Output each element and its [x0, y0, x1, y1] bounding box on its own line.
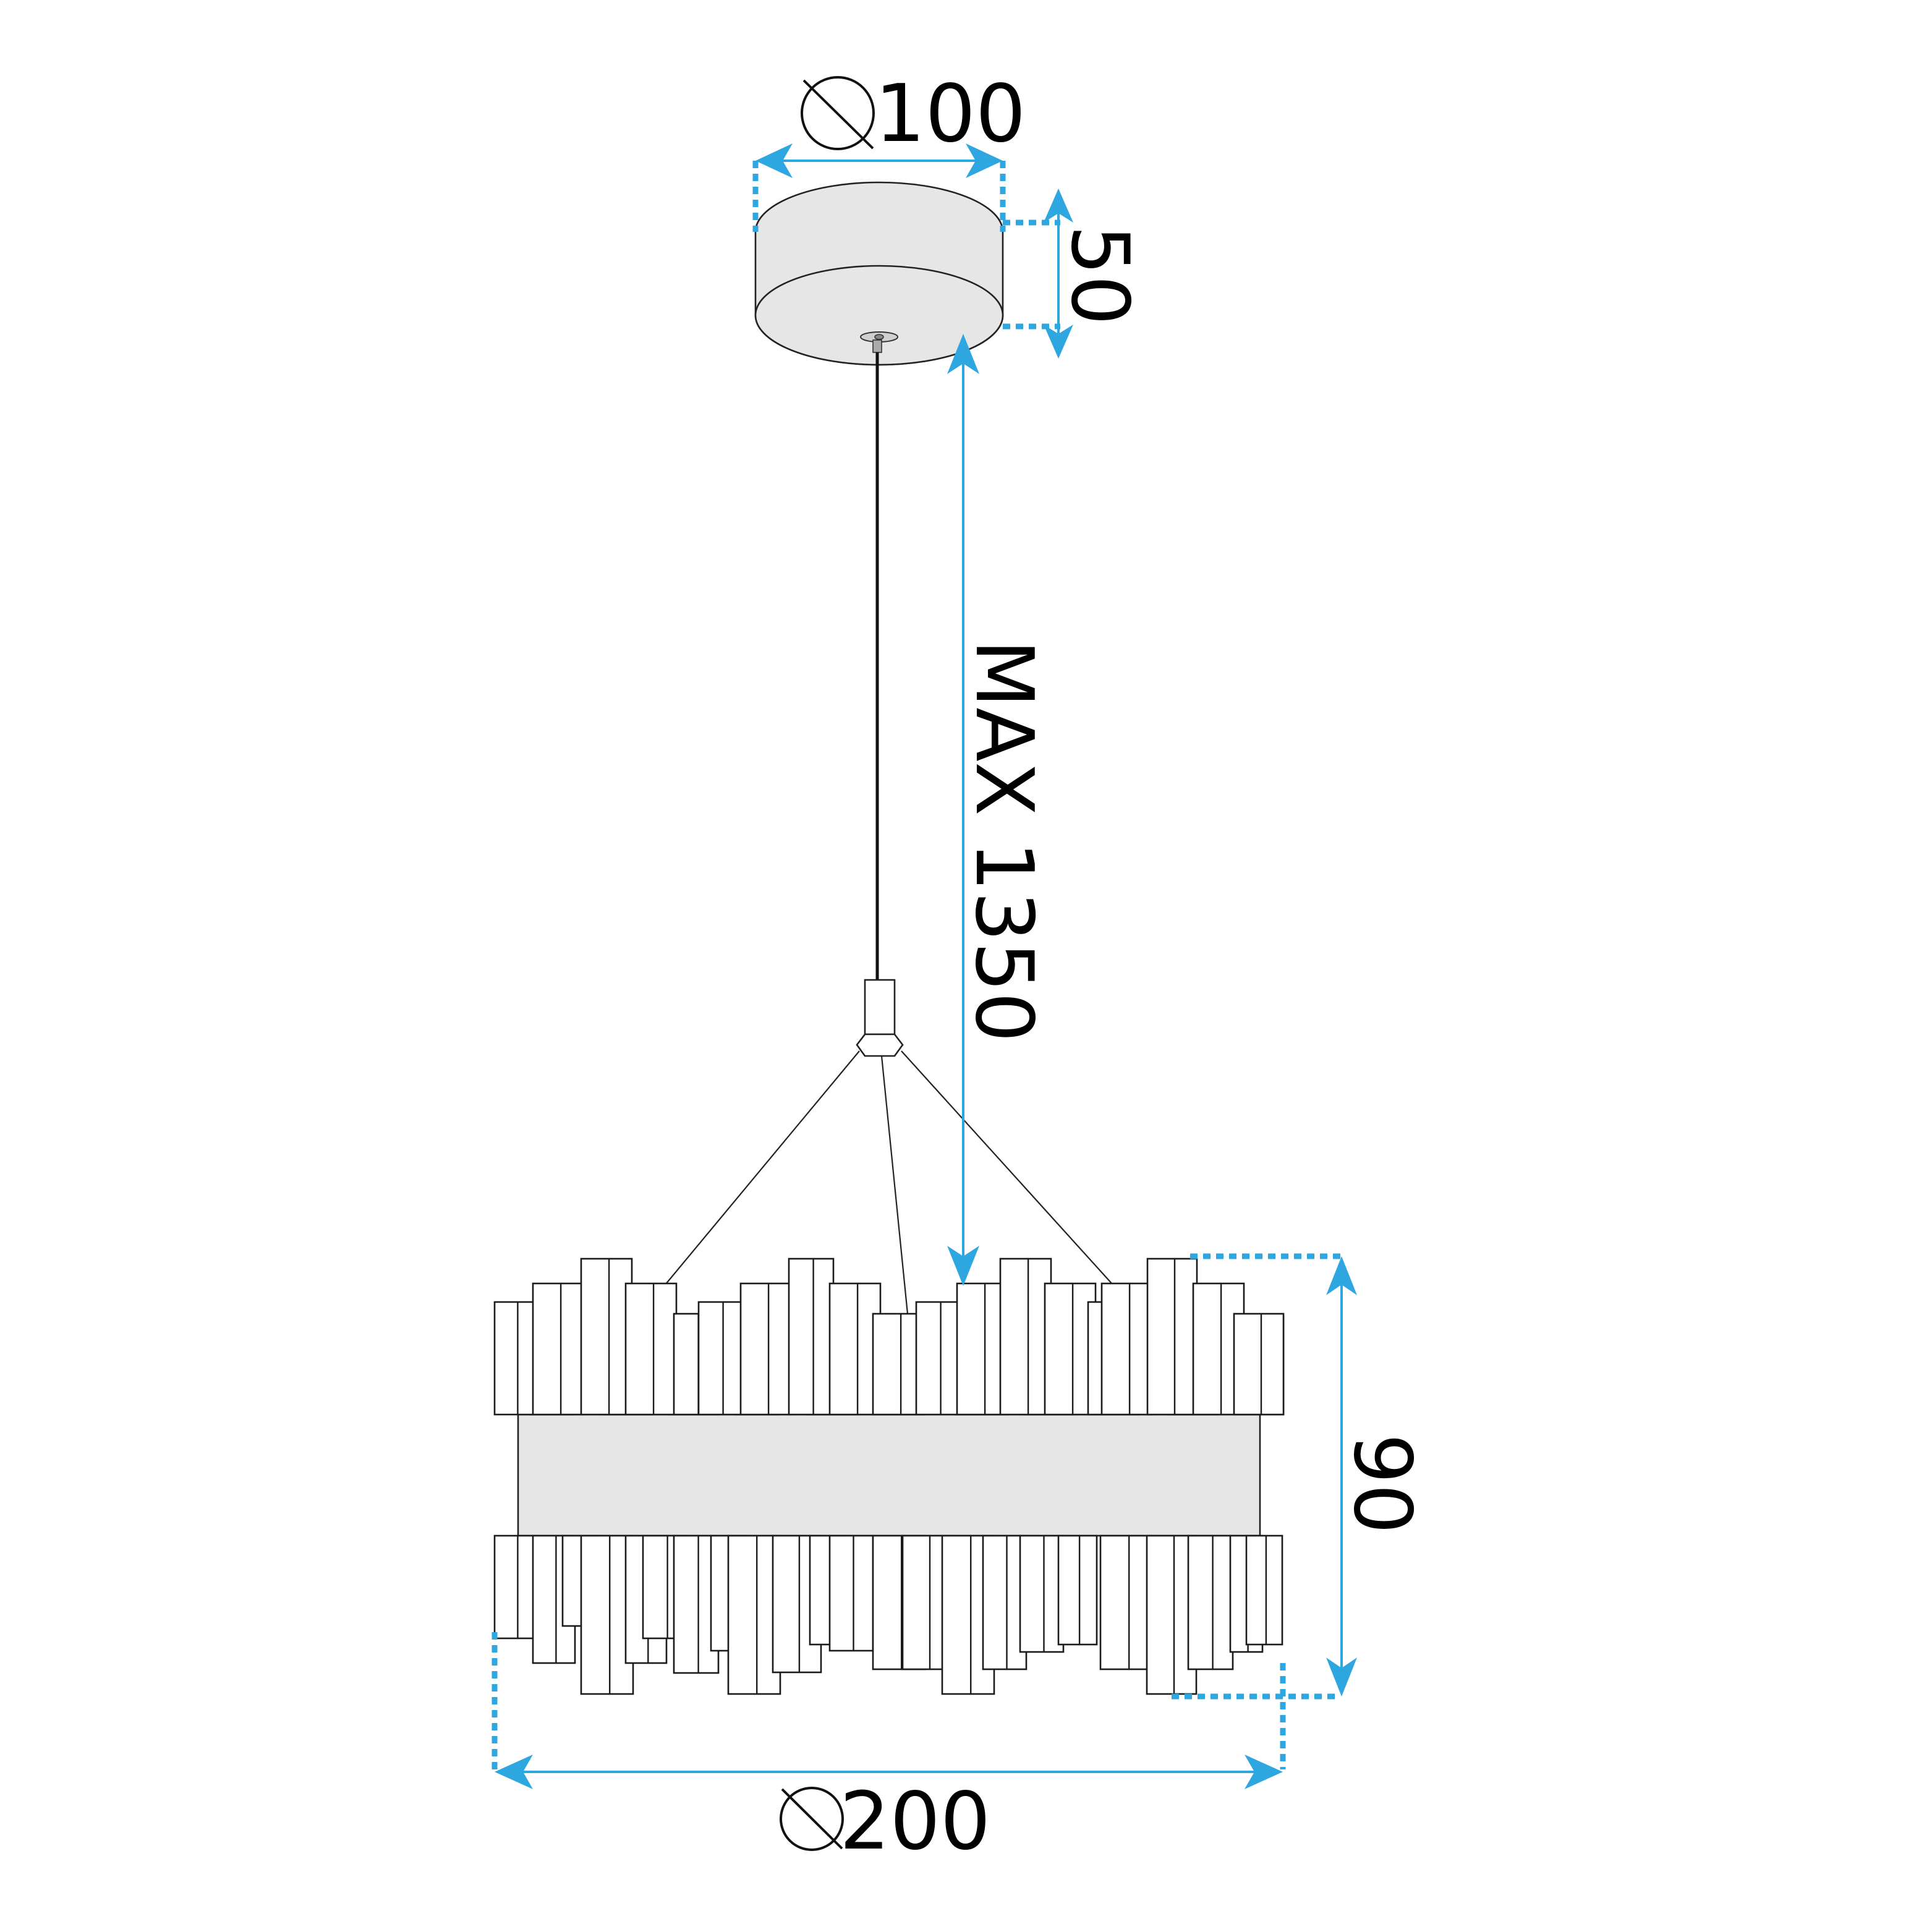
crystal-prism [493, 1534, 538, 1640]
crystal-prism [828, 1534, 874, 1652]
crystal-prism [727, 1534, 781, 1695]
crystal-prism [788, 1258, 835, 1416]
canopy-diameter-label: 100 [801, 68, 1026, 160]
crystal-prism [1099, 1534, 1154, 1670]
dimension-lines [492, 143, 1357, 1789]
top-crystal-row [493, 1258, 1285, 1416]
crystal-prism [580, 1258, 633, 1416]
ceiling-canopy [754, 181, 1004, 366]
canopy-diameter-value: 100 [875, 68, 1026, 160]
bottom-crystal-row [493, 1534, 1283, 1695]
crystal-prism [1245, 1534, 1283, 1646]
crystal-prism [580, 1534, 634, 1695]
crystal-prism [915, 1301, 962, 1416]
crystal-prism [956, 1282, 1009, 1416]
crystal-prism [1100, 1282, 1154, 1416]
crystal-prism [1233, 1313, 1285, 1416]
canopy-grip-screw [874, 334, 884, 340]
crystal-prism [872, 1313, 925, 1416]
diameter-icon [780, 1787, 844, 1851]
canopy-bottom-face [754, 265, 1004, 366]
shade-diameter-value: 200 [840, 1776, 990, 1868]
crystal-prism [739, 1282, 793, 1416]
crystal-prism [1146, 1258, 1198, 1416]
crystal-prism [1187, 1534, 1234, 1670]
crystal-prism [624, 1282, 678, 1416]
crystal-prism [1057, 1534, 1098, 1646]
crystal-prism [1019, 1534, 1065, 1653]
cable-connector [856, 979, 904, 1057]
diameter-icon [801, 76, 875, 150]
shade-height-dimension [1172, 1253, 1357, 1700]
lamp-shade [493, 1258, 1285, 1695]
shade-height-value: 90 [1336, 1434, 1428, 1534]
crystal-prism [493, 1301, 538, 1416]
cable-max-length-value: MAX 1350 [958, 639, 1050, 1042]
crystal-prism [999, 1258, 1052, 1416]
crystal-prism [1044, 1282, 1097, 1416]
cable-length-dimension [947, 334, 979, 1286]
crystal-prism [828, 1282, 882, 1416]
canopy-height-value: 50 [1053, 225, 1146, 326]
shade-diameter-label: 200 [780, 1776, 990, 1868]
cable-gland [872, 339, 882, 353]
crystal-prism [532, 1282, 585, 1416]
canopy-height-dimension [1003, 189, 1073, 359]
shade-center-band [517, 1413, 1261, 1537]
suspension-wires [665, 1050, 1113, 1314]
shade-diameter-dimension [492, 1632, 1286, 1789]
crystal-prism [697, 1301, 744, 1416]
